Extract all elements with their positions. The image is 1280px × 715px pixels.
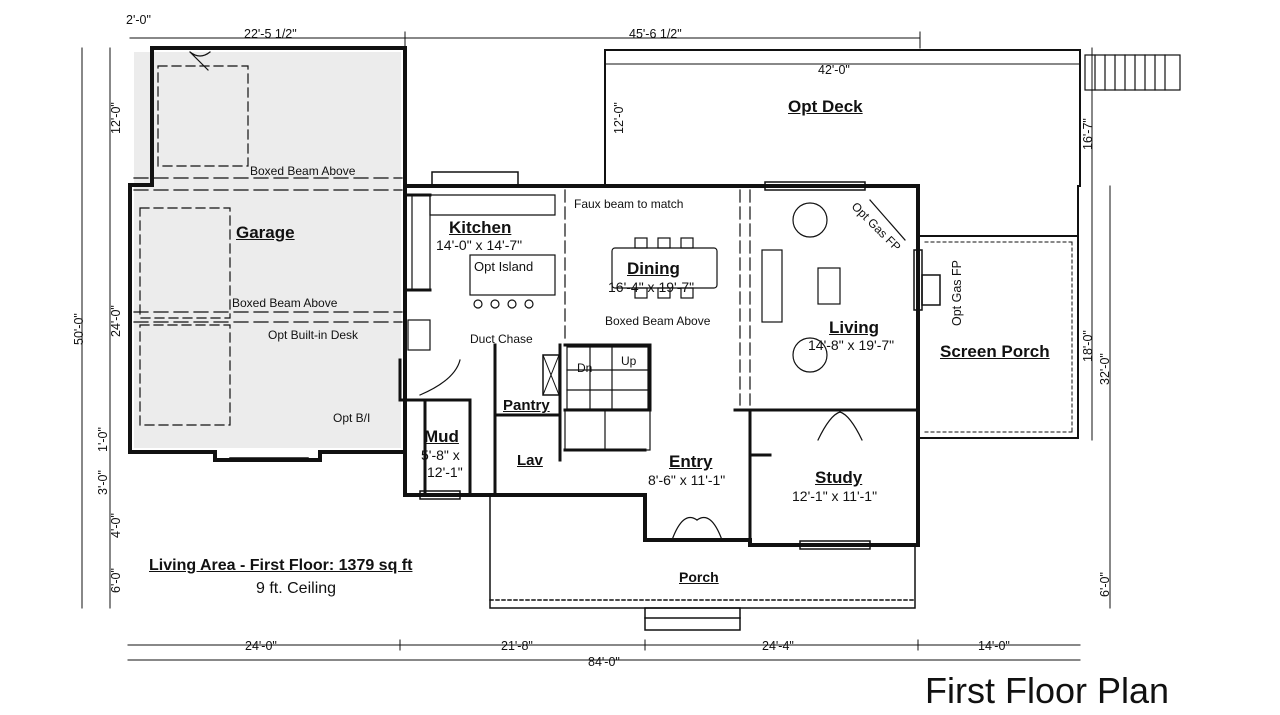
garage-entry-door bbox=[189, 51, 211, 71]
note-boxed-beam-garage-mid: Boxed Beam Above bbox=[232, 296, 338, 310]
duct-chase bbox=[542, 354, 560, 396]
dim-bottom-21-8: 21'-8" bbox=[501, 639, 533, 653]
note-boxed-beam-garage-top: Boxed Beam Above bbox=[250, 164, 356, 178]
main-boxed-beam-lines bbox=[564, 189, 751, 406]
room-living: Living bbox=[829, 318, 880, 337]
garage-floor-texture bbox=[134, 52, 401, 448]
room-opt-deck: Opt Deck bbox=[788, 97, 863, 116]
screen-porch-outline bbox=[917, 185, 1079, 439]
room-lav: Lav bbox=[517, 452, 543, 469]
room-mud: Mud bbox=[424, 427, 459, 446]
room-entry-size: 8'-6" x 11'-1" bbox=[648, 472, 726, 488]
room-pantry: Pantry bbox=[503, 397, 550, 414]
room-study-size: 12'-1" x 11'-1" bbox=[792, 488, 878, 504]
living-area-label: Living Area - First Floor: 1379 sq ft bbox=[149, 557, 413, 574]
dim-top-45-6-half: 45'-6 1/2" bbox=[629, 27, 682, 41]
room-garage: Garage bbox=[236, 223, 295, 242]
dim-top-2-0: 2'-0" bbox=[126, 13, 151, 27]
room-entry: Entry bbox=[669, 452, 713, 471]
dim-bottom-84-0: 84'-0" bbox=[588, 655, 620, 669]
note-faux-beam: Faux beam to match bbox=[574, 197, 684, 211]
opt-deck-outline bbox=[604, 49, 1081, 187]
room-kitchen-size: 14'-0" x 14'-7" bbox=[436, 237, 523, 253]
kitchen-counters bbox=[411, 194, 556, 309]
deck-stairs bbox=[1084, 54, 1181, 91]
room-kitchen: Kitchen bbox=[449, 218, 512, 237]
dim-right-6-0: 6'-0" bbox=[1098, 572, 1112, 597]
dim-left-6-0: 6'-0" bbox=[109, 568, 123, 593]
room-mud-size-1: 5'-8" x bbox=[421, 447, 460, 463]
dim-left-1-0: 1'-0" bbox=[96, 427, 110, 452]
dim-deck-42-0: 42'-0" bbox=[818, 63, 850, 77]
dining-table bbox=[611, 237, 718, 299]
screen-porch-screen bbox=[924, 241, 1073, 433]
room-porch: Porch bbox=[679, 569, 719, 585]
note-duct-chase: Duct Chase bbox=[470, 332, 533, 346]
dim-right-32-0: 32'-0" bbox=[1098, 353, 1112, 385]
dimension-lines bbox=[81, 31, 1111, 661]
dim-left-24-0: 24'-0" bbox=[109, 305, 123, 337]
note-opt-bi: Opt B/I bbox=[333, 411, 371, 425]
dim-left-12-0: 12'-0" bbox=[109, 102, 123, 134]
drawing-title: First Floor Plan bbox=[925, 670, 1170, 711]
dim-deck-12-0: 12'-0" bbox=[612, 102, 626, 134]
dim-left-4-0: 4'-0" bbox=[109, 513, 123, 538]
room-dining: Dining bbox=[627, 259, 680, 278]
note-stair-up: Up bbox=[621, 354, 637, 368]
note-opt-builtin-desk: Opt Built-in Desk bbox=[268, 328, 359, 342]
dim-left-50-0: 50'-0" bbox=[72, 313, 86, 345]
dim-right-18-0: 18'-0" bbox=[1081, 330, 1095, 362]
dim-top-22-5-half: 22'-5 1/2" bbox=[244, 27, 297, 41]
opt-island-label: Opt Island bbox=[474, 259, 534, 274]
dim-bottom-24-0: 24'-0" bbox=[245, 639, 277, 653]
garage-boxed-beam-lines bbox=[133, 177, 403, 323]
dim-bottom-24-4: 24'-4" bbox=[762, 639, 794, 653]
entry-double-door bbox=[419, 359, 863, 541]
room-living-size: 14'-8" x 19'-7" bbox=[808, 337, 895, 353]
note-opt-gas-fp-porch: Opt Gas FP bbox=[950, 260, 964, 326]
ceiling-height-label: 9 ft. Ceiling bbox=[256, 580, 337, 597]
room-screen-porch: Screen Porch bbox=[940, 342, 1050, 361]
built-in-desk bbox=[407, 319, 431, 351]
dim-right-16-7: 16'-7" bbox=[1081, 118, 1095, 150]
stair bbox=[564, 346, 651, 451]
dim-bottom-14-0: 14'-0" bbox=[978, 639, 1010, 653]
room-dining-size: 16'-4" x 19'-7" bbox=[608, 279, 695, 295]
note-boxed-beam-dining: Boxed Beam Above bbox=[605, 314, 711, 328]
gas-fireplace bbox=[921, 274, 941, 306]
room-mud-size-2: 12'-1" bbox=[427, 464, 463, 480]
room-study: Study bbox=[815, 468, 863, 487]
note-stair-dn: Dn bbox=[577, 361, 593, 375]
dim-left-3-0: 3'-0" bbox=[96, 470, 110, 495]
living-furniture bbox=[761, 199, 906, 373]
front-porch bbox=[489, 494, 916, 631]
garage-car-outlines bbox=[139, 65, 249, 426]
